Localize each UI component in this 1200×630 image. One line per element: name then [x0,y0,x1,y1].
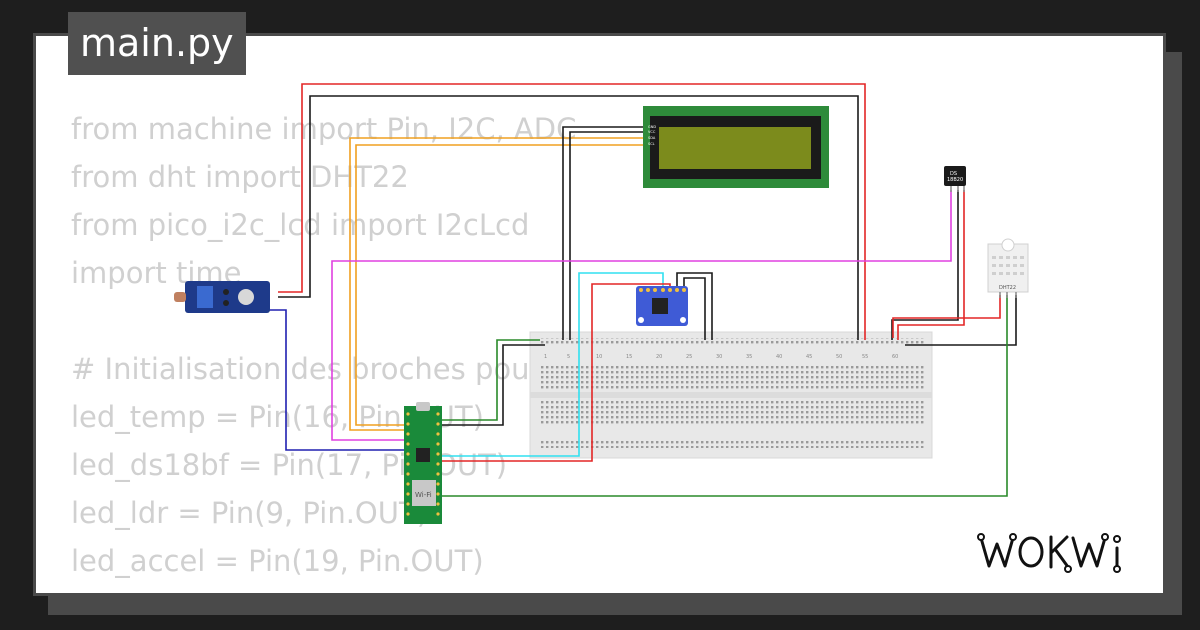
wire-black [891,190,959,340]
wire-orange [355,144,645,426]
dht22-sensor[interactable]: DHT22 [987,238,1029,298]
wokwi-logo [977,533,1121,573]
photoresistor-module[interactable] [174,281,270,313]
wire-black [278,95,859,340]
wire-black [683,277,706,340]
wire-black [440,344,545,426]
ds18b20-sensor[interactable]: DS 18B20 [944,166,966,192]
raspberry-pi-pico-w[interactable]: Wi-Fi [404,402,442,524]
wire-black [562,126,645,340]
accelerometer-module[interactable] [636,286,688,326]
bb-col-number: 10 [596,354,602,360]
wire-black [905,295,1017,346]
bb-col-number: 45 [806,354,812,360]
code-preview: from machine import Pin, I2C, ADC from d… [71,105,576,585]
bb-col-number: 50 [836,354,842,360]
bb-col-number: 25 [686,354,692,360]
ds18b20-label: 18B20 [947,177,963,183]
wire-blue [265,309,405,451]
wires [265,83,1017,497]
breadboard[interactable]: 1 5 10 15 20 25 30 35 40 45 50 55 60 [529,331,933,459]
wire-black [676,272,713,340]
lcd-pin-label: VCC [648,130,656,134]
bb-col-number: 40 [776,354,782,360]
bb-col-number: 60 [892,354,898,360]
code-line: led_accel = Pin(19, Pin.OUT) [71,544,484,578]
bb-col-number: 20 [656,354,662,360]
ds18b20-label: DS [950,171,957,177]
wire-magenta [331,190,952,441]
bb-col-number: 55 [862,354,868,360]
lcd-pin-label: GND [648,125,656,129]
lcd-pin-label: SCL [648,142,655,146]
bb-col-number: 1 [544,354,547,360]
file-name-tab: main.py [68,12,246,75]
wire-green [440,339,540,421]
bb-col-number: 35 [746,354,752,360]
wire-red [897,190,965,340]
wire-red [278,83,866,340]
code-line: from dht import DHT22 [71,160,409,194]
code-line: from machine import Pin, I2C, ADC [71,112,577,146]
code-line: led_ds18bf = Pin(17, Pin.OUT) [71,448,508,482]
pico-chip-label: Wi-Fi [415,491,432,499]
dht22-label: DHT22 [999,285,1016,291]
bb-col-number: 30 [716,354,722,360]
wire-green [440,295,1008,497]
wire-orange [349,137,645,431]
wire-cyan [440,272,664,457]
wire-red [892,295,1001,338]
lcd-16x2[interactable]: GND VCC SDA SCL [643,106,829,188]
bb-col-number: 15 [626,354,632,360]
wire-black [569,131,645,340]
lcd-pin-label: SDA [648,136,656,140]
bb-col-number: 5 [567,354,570,360]
wire-red [440,283,671,462]
code-line: from pico_i2c_lcd import I2cLcd [71,208,530,242]
code-line: led_ldr = Pin(9, Pin.OUT) [71,496,429,530]
